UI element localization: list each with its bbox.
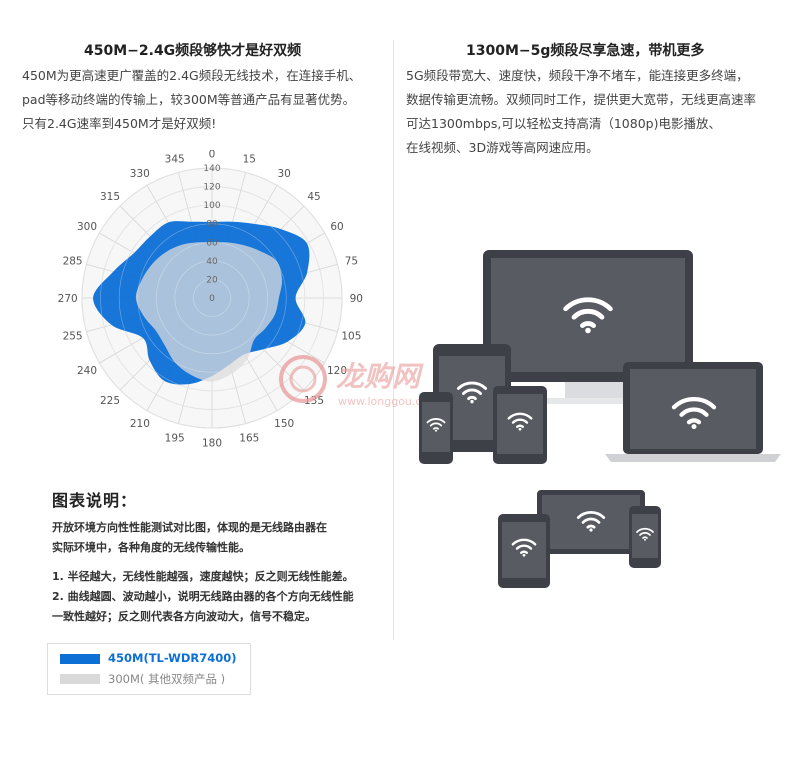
- legend-label-450m: 450M(TL-WDR7400): [108, 651, 237, 665]
- description-line: 2. 曲线越圆、波动越小，说明无线路由器的各个方向无线性能: [52, 590, 354, 603]
- angle-tick-label: 165: [239, 432, 259, 444]
- angle-tick-label: 135: [304, 395, 324, 407]
- tablet-bottom: [498, 514, 550, 588]
- legend-swatch-300m: [60, 674, 100, 684]
- radar-ring-overlay: [193, 279, 231, 317]
- devices-illustration: [419, 250, 781, 588]
- radar-ring-overlay: [81, 167, 343, 429]
- radar-series-group: [81, 167, 343, 429]
- desktop-monitor: [483, 250, 693, 404]
- angle-tick-label: 30: [278, 168, 291, 180]
- monitor-small: [537, 490, 645, 554]
- legend-swatch-450m: [60, 654, 100, 664]
- description-line: 实际环境中，各种角度的无线传输性能。: [52, 541, 250, 554]
- right-section-title: 1300M−5g频段尽享急速，带机更多: [466, 43, 705, 59]
- description-line: 1. 半径越大，无线性能越强，速度越快；反之则无线性能差。: [52, 570, 354, 583]
- angle-tick-label: 180: [202, 437, 222, 449]
- left-section-title: 450M−2.4G频段够快才是好双频: [84, 43, 302, 59]
- radial-tick-label: 140: [203, 164, 220, 174]
- angle-tick-label: 240: [77, 365, 97, 377]
- radial-tick-label: 80: [206, 220, 218, 230]
- radial-tick-label: 0: [209, 294, 215, 304]
- radar-angle-labels: 0 15 30 45 60 75 90 105 120 135 150 165 180 195 210 225…: [58, 150, 363, 449]
- left-paragraph: 450M为更高速更广覆盖的2.4G频段无线技术，在连接手机、 pad等移动终端的…: [22, 64, 361, 136]
- angle-tick-label: 315: [100, 191, 120, 203]
- chart-legend: 450M(TL-WDR7400) 300M( 其他双频产品 ): [47, 643, 251, 695]
- radar-ring-overlay: [137, 223, 287, 373]
- angle-tick-label: 300: [77, 221, 97, 233]
- radar-ring-overlay: [118, 204, 306, 392]
- right-paragraph: 5G频段带宽大、速度快，频段干净不堵车，能连接更多终端， 数据传输更流畅。双频同…: [406, 64, 756, 160]
- angle-tick-label: 105: [341, 330, 361, 342]
- series-300m-area: [135, 242, 283, 382]
- angle-tick-label: 75: [345, 256, 358, 268]
- angle-tick-label: 285: [63, 256, 83, 268]
- radial-tick-label: 40: [206, 257, 218, 267]
- radar-radial-ticks: 0 20 40 60 80 100 120 140: [203, 164, 220, 304]
- radar-ring-overlay: [174, 260, 250, 336]
- angle-tick-label: 60: [330, 221, 343, 233]
- right-paragraph-line: 在线视频、3D游戏等高网速应用。: [406, 140, 599, 155]
- column-divider: [393, 40, 394, 640]
- angle-tick-label: 120: [327, 365, 347, 377]
- angle-tick-label: 330: [130, 168, 150, 180]
- left-paragraph-line: 450M为更高速更广覆盖的2.4G频段无线技术，在连接手机、: [22, 68, 362, 83]
- legend-label-300m: 300M( 其他双频产品 ): [108, 672, 226, 686]
- right-paragraph-line: 可达1300mbps,可以轻松支持高清（1080p)电影播放、: [406, 116, 721, 131]
- watermark-logo: 龙购网 www.longgou.com: [279, 355, 439, 408]
- description-line: 开放环境方向性性能测试对比图，体现的是无线路由器在: [52, 521, 327, 534]
- svg-text:www.longgou.com: www.longgou.com: [338, 395, 439, 408]
- tablet-right: [493, 386, 547, 464]
- angle-tick-label: 15: [243, 154, 256, 166]
- radial-tick-label: 20: [206, 275, 218, 285]
- radial-tick-label: 120: [203, 183, 220, 193]
- angle-tick-label: 45: [307, 191, 320, 203]
- svg-text:龙购网: 龙购网: [336, 360, 424, 393]
- left-paragraph-line: 只有2.4G速率到450M才是好双频!: [22, 116, 217, 131]
- angle-tick-label: 225: [100, 395, 120, 407]
- angle-tick-label: 0: [209, 150, 216, 161]
- radar-ring-overlay: [100, 186, 324, 410]
- phone-bottom: [629, 506, 661, 568]
- phone-left: [419, 392, 453, 464]
- angle-tick-label: 90: [350, 293, 363, 305]
- angle-tick-label: 345: [165, 154, 185, 166]
- left-paragraph-line: pad等移动终端的传输上，较300M等普通产品有显著优势。: [22, 92, 356, 107]
- angle-tick-label: 210: [130, 418, 150, 430]
- radar-ring-overlay: [155, 241, 269, 355]
- description-title: 图表说明：: [52, 491, 138, 510]
- angle-tick-label: 270: [58, 293, 78, 305]
- right-paragraph-line: 5G频段带宽大、速度快，频段干净不堵车，能连接更多终端，: [406, 68, 749, 83]
- radar-chart: 0 15 30 45 60 75 90 105 120 135 150 165 180 195 210 225…: [58, 150, 363, 449]
- description-block-2: 1. 半径越大，无线性能越强，速度越快；反之则无线性能差。 2. 曲线越圆、波动…: [52, 567, 354, 627]
- angle-tick-label: 255: [63, 330, 83, 342]
- radial-tick-label: 60: [206, 238, 218, 248]
- laptop: [605, 362, 781, 462]
- description-block-1: 开放环境方向性性能测试对比图，体现的是无线路由器在 实际环境中，各种角度的无线传…: [52, 518, 327, 558]
- radial-tick-label: 100: [203, 201, 220, 211]
- description-line: 一致性越好；反之则代表各方向波动大，信号不稳定。: [52, 610, 316, 623]
- right-paragraph-line: 数据传输更流畅。双频同时工作，提供更大宽带，无线更高速率: [406, 92, 757, 107]
- angle-tick-label: 150: [274, 418, 294, 430]
- angle-tick-label: 195: [165, 432, 185, 444]
